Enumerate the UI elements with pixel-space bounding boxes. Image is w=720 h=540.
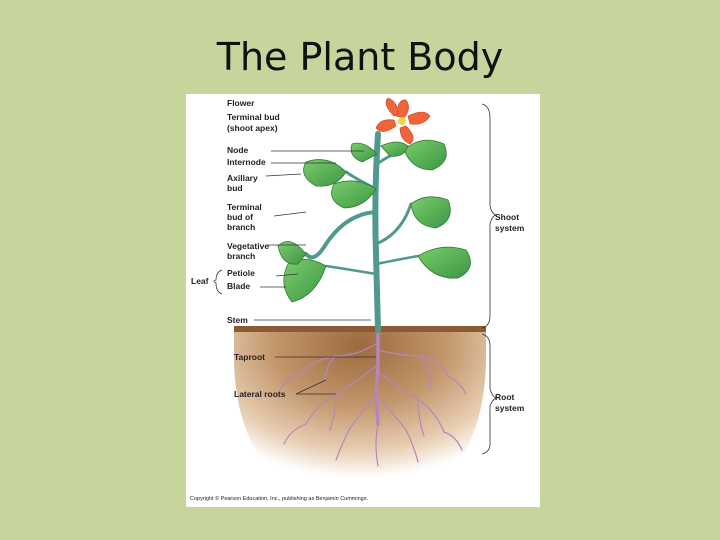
label-shoot-apex: (shoot apex) [227, 123, 278, 133]
label-root-system-2: system [495, 403, 525, 413]
label-flower: Flower [227, 98, 255, 108]
label-shoot-system-2: system [495, 223, 525, 233]
flower-drawing [376, 98, 430, 144]
label-vegetative-branch-1: Vegetative [227, 241, 269, 251]
label-terminal-bud-branch-3: branch [227, 222, 255, 232]
label-terminal-bud-branch-2: bud of [227, 212, 253, 222]
label-taproot: Taproot [234, 352, 265, 362]
label-terminal-bud: Terminal bud [227, 112, 280, 122]
label-root-system-1: Root [495, 392, 515, 402]
label-axillary-bud-1: Axillary [227, 173, 258, 183]
label-petiole: Petiole [227, 268, 255, 278]
label-shoot-system-1: Shoot [495, 212, 519, 222]
slide-title: The Plant Body [0, 38, 720, 76]
label-leaf: Leaf [191, 276, 209, 286]
label-blade: Blade [227, 281, 250, 291]
label-terminal-bud-branch-1: Terminal [227, 202, 262, 212]
label-internode: Internode [227, 157, 266, 167]
copyright-credit: Copyright © Pearson Education, Inc., pub… [190, 495, 368, 502]
label-stem: Stem [227, 315, 248, 325]
label-lateral-roots: Lateral roots [234, 389, 286, 399]
soil [234, 328, 486, 504]
plant-body-diagram: Flower Terminal bud (shoot apex) Node In… [186, 94, 540, 507]
label-node: Node [227, 145, 249, 155]
label-axillary-bud-2: bud [227, 183, 243, 193]
label-vegetative-branch-2: branch [227, 251, 255, 261]
